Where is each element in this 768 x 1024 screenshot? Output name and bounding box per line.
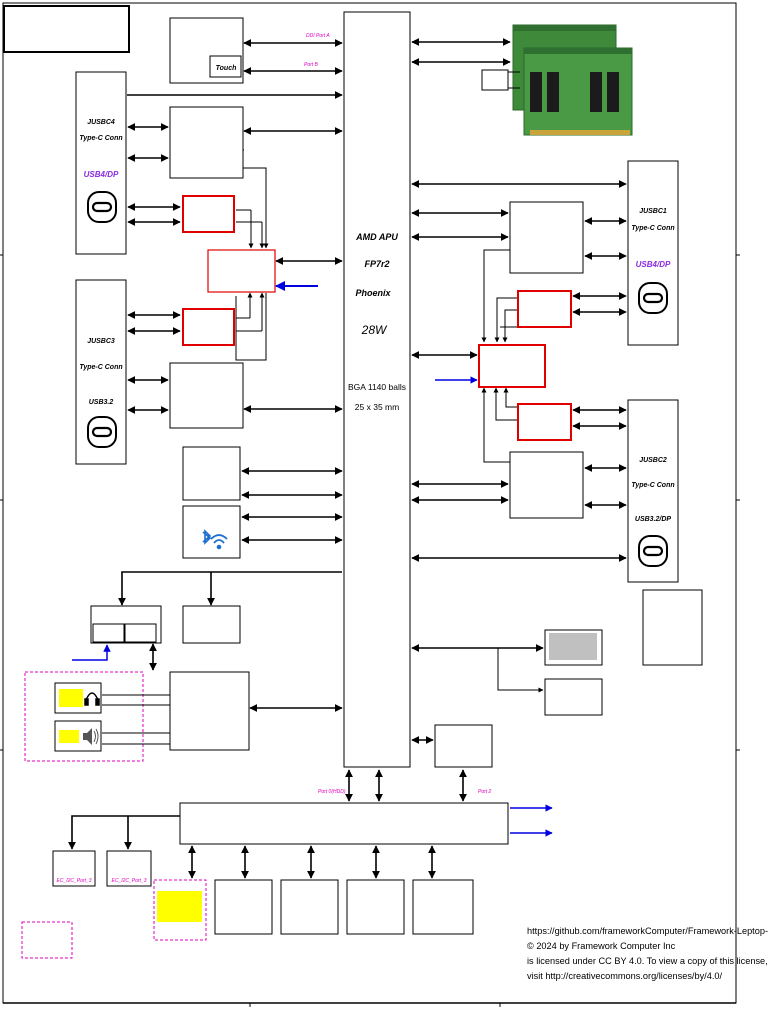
usb-c-port-icon (638, 535, 668, 567)
embedded-controller (179, 802, 509, 845)
license-url: https://github.com/frameworkComputer/Fra… (527, 926, 768, 936)
title-block (3, 5, 130, 53)
license-link: visit http://creativecommons.org/license… (527, 971, 723, 981)
jusbc2-connector: JUSBC2 Type-C Conn USB3.2/DP (627, 399, 679, 583)
ec-i2c-label-1: EC_I2C_Port_3 (56, 878, 91, 884)
usb-c-port-icon (87, 416, 117, 448)
bus-label-espi: Port 0(HDD) (318, 789, 346, 795)
mux-right (478, 344, 546, 388)
touch-label: Touch (216, 65, 237, 72)
display-links (243, 39, 343, 75)
dashed-box-bottom-left (21, 921, 73, 959)
pd-controller-right-top (509, 201, 584, 274)
audio-codec (169, 671, 250, 751)
jusbc1-protocol: USB4/DP (636, 260, 671, 269)
c3-links (127, 376, 343, 414)
block-ec-top (434, 724, 493, 768)
redriver-c2 (517, 403, 572, 441)
ec-i2c-blocks: EC_I2C_Port_3 EC_I2C_Port_3 (52, 850, 152, 887)
bus-label-ddi-b: Port B (304, 62, 319, 68)
ec-blue-arrows (510, 804, 553, 837)
mid-left-links (241, 467, 343, 544)
jusbc2-name: JUSBC2 (639, 457, 667, 464)
ec-links (68, 736, 467, 879)
keyboard-fill (157, 891, 202, 922)
pd-controller-left-top (169, 106, 244, 179)
speaker-jack (54, 720, 102, 752)
audio-links (118, 571, 343, 712)
pd-controller-left-bottom (169, 362, 244, 429)
jusbc3-type: Type-C Conn (79, 364, 122, 371)
apu-socket: FP7r2 (364, 259, 389, 269)
jusbc2-protocol: USB3.2/DP (635, 516, 672, 523)
c1-links (411, 180, 627, 430)
usb-c-port-icon (638, 282, 668, 314)
apu-name: AMD APU (355, 232, 398, 242)
jusbc4-name: JUSBC4 (87, 119, 115, 126)
apu-package: BGA 1140 balls (348, 382, 406, 392)
jusbc3-protocol: USB3.2 (89, 399, 114, 406)
apu-dimensions: 25 x 35 mm (355, 402, 399, 412)
license-notice: https://github.com/frameworkComputer/Fra… (527, 924, 768, 984)
headphone-jack (54, 682, 102, 714)
ec-peripheral-blocks (214, 879, 474, 935)
pd-controller-right-bottom (509, 451, 584, 519)
audio-jack-group (24, 671, 144, 762)
redriver-c3 (182, 308, 235, 346)
jusbc1-name: JUSBC1 (639, 208, 667, 215)
block-mid-left (182, 446, 241, 501)
jusbc1-type: Type-C Conn (631, 225, 674, 232)
bus-label-port2: Port 2 (478, 789, 492, 795)
speaker-icon (83, 728, 99, 745)
wifi-icon (210, 534, 228, 550)
retimer-left-links (235, 149, 343, 361)
storage-device-fill (549, 633, 597, 660)
wireless-module (182, 505, 241, 559)
jusbc4-connector: JUSBC4 Type-C Conn USB4/DP (75, 71, 127, 255)
jusbc2-type: Type-C Conn (631, 482, 674, 489)
block-below-storage (544, 678, 603, 716)
display-block: Touch (169, 17, 244, 84)
block-right-lower (642, 589, 703, 666)
usb-c-port-icon (87, 191, 117, 223)
blue-arrow-codec (72, 644, 111, 661)
redriver-c4 (182, 195, 235, 233)
license-copyright: © 2024 by Framework Computer Inc (527, 941, 676, 951)
c2-links (411, 464, 627, 562)
memory-module-icon (512, 24, 633, 136)
apu-block: AMD APU FP7r2 Phoenix 28W BGA 1140 balls… (343, 11, 411, 768)
retimer-right-links (481, 249, 518, 463)
block-right-of-codec (182, 605, 241, 644)
redriver-c1 (517, 290, 572, 328)
memory-links (411, 38, 520, 89)
jusbc3-connector: JUSBC3 Type-C Conn USB3.2 (75, 279, 127, 465)
storage-links (411, 644, 544, 693)
bus-label-ddi-a: DDI Port A (306, 33, 330, 39)
keyboard-group (153, 879, 207, 941)
bluetooth-icon (202, 529, 212, 545)
mux-left (207, 249, 276, 293)
jusbc4-protocol: USB4/DP (84, 170, 119, 179)
license-terms: is licensed under CC BY 4.0. To view a c… (527, 956, 768, 966)
c4-links (127, 123, 343, 335)
dimm-connector (481, 69, 509, 91)
codec-switch (90, 605, 162, 644)
apu-tdp: 28W (361, 323, 388, 337)
ec-i2c-label-2: EC_I2C_Port_3 (111, 878, 146, 884)
jusbc3-name: JUSBC3 (87, 338, 115, 345)
headphone-icon (84, 692, 100, 706)
apu-codename: Phoenix (355, 288, 391, 298)
jack-links (102, 694, 170, 745)
jusbc1-connector: JUSBC1 Type-C Conn USB4/DP (627, 160, 679, 346)
storage-device (544, 629, 603, 666)
jusbc4-type: Type-C Conn (79, 135, 122, 142)
page-frame (0, 2, 740, 1007)
